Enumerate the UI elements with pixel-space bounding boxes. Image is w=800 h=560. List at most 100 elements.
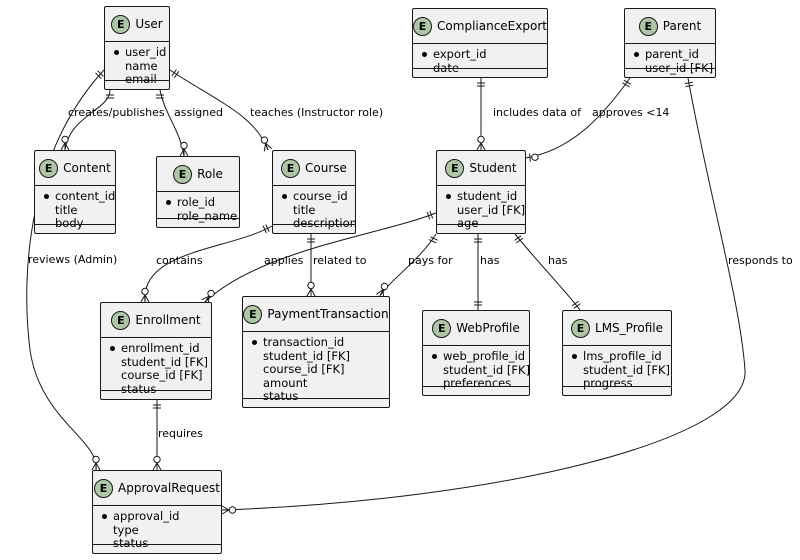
entity-name: Content: [63, 161, 111, 175]
entity-method-section: [273, 224, 355, 233]
entity-method-section: [105, 80, 169, 89]
attribute: student_id [FK]: [263, 348, 350, 363]
cardinality-zero-or-many: [60, 135, 70, 151]
entity-icon: E: [111, 14, 131, 34]
relationship-label: teaches (Instructor role): [250, 106, 384, 119]
attribute: student_id [FK]: [121, 354, 208, 369]
relationship-label: has: [548, 254, 568, 267]
relationship-line-user-content: [64, 89, 111, 151]
relationship-label: requires: [158, 427, 203, 440]
cardinality-one: [622, 79, 632, 88]
primary-key-attribute: user_id: [113, 45, 166, 60]
entity-icon: E: [94, 478, 113, 498]
primary-key-attribute: role_id: [165, 195, 233, 210]
attribute: status: [121, 381, 157, 396]
cardinality-one: [514, 235, 524, 244]
relationship-line-user-approval: [26, 69, 105, 471]
entity-name: Student: [469, 161, 517, 175]
cardinality-one: [106, 94, 114, 99]
relationship-line-student-lms: [514, 233, 581, 311]
cardinality-one: [153, 404, 161, 409]
attribute: amount: [263, 375, 308, 390]
relationship-label: related to: [313, 254, 367, 267]
attribute: status: [263, 389, 299, 403]
entity-name: PaymentTransaction: [267, 307, 389, 321]
cardinality-zero-or-many: [91, 455, 101, 471]
entity-method-section: [423, 386, 529, 395]
cardinality-zero-or-many: [306, 281, 316, 297]
attribute: student_id [FK]: [443, 362, 530, 377]
relationship-label: applies: [264, 254, 304, 267]
entity-name: Role: [197, 167, 223, 181]
entity-method-section: [563, 386, 671, 395]
entity-icon: E: [445, 158, 465, 178]
attribute: course_id [FK]: [121, 368, 203, 382]
entity-header: E ApprovalRequest: [93, 471, 221, 506]
entity-icon: E: [281, 158, 301, 178]
relationship-line-parent-student: [525, 77, 631, 159]
primary-key-attribute: content_id: [43, 189, 115, 204]
entity-header: E Student: [437, 151, 525, 186]
primary-key-attribute: transaction_id: [251, 335, 383, 350]
primary-key-attribute: enrollment_id: [109, 341, 205, 356]
entity-method-section: [437, 224, 525, 233]
entity-header: E Content: [35, 151, 115, 186]
entity-header: E Parent: [625, 9, 715, 44]
relationship-label: has: [480, 254, 500, 267]
cardinality-zero-or-many: [260, 136, 273, 152]
cardinality-zero-or-many: [476, 135, 486, 151]
cardinality-zero-or-many: [376, 282, 389, 298]
relationship-line-user-role: [159, 89, 185, 157]
primary-key-attribute: course_id: [281, 189, 349, 204]
primary-key-attribute: student_id: [445, 189, 519, 204]
attribute: age: [457, 216, 479, 230]
cardinality-zero-or-many: [201, 289, 215, 305]
cardinality-zero-or-one: [529, 153, 539, 162]
entity-name: ApprovalRequest: [118, 481, 220, 495]
cardinality-one: [262, 224, 270, 234]
entity-method-section: [93, 544, 221, 553]
entity-method-section: [101, 390, 211, 399]
entity-icon: E: [638, 16, 658, 36]
cardinality-zero-or-many: [221, 505, 237, 515]
entity-name: ComplianceExport: [437, 19, 547, 33]
relationship-label: includes data of: [493, 106, 581, 119]
cardinality-one: [474, 301, 482, 306]
entity-name: Parent: [662, 19, 702, 33]
cardinality-zero-or-many: [179, 141, 189, 157]
relationship-label: contains: [156, 254, 203, 267]
cardinality-one: [684, 81, 694, 88]
relationship-line-student-enrollment: [204, 212, 437, 303]
attribute: type: [113, 522, 139, 537]
primary-key-attribute: web_profile_id: [431, 349, 525, 364]
attribute: body: [55, 216, 84, 230]
attribute: date: [433, 60, 459, 75]
relationship-label: responds to: [728, 254, 793, 267]
cardinality-one: [426, 210, 434, 220]
entity-method-section: [625, 68, 715, 77]
attribute: user_id [FK]: [645, 60, 714, 75]
cardinality-one: [171, 69, 180, 79]
entity-name: LMS_Profile: [595, 321, 663, 335]
cardinality-zero-or-many: [152, 455, 162, 471]
entity-icon: E: [39, 158, 59, 178]
